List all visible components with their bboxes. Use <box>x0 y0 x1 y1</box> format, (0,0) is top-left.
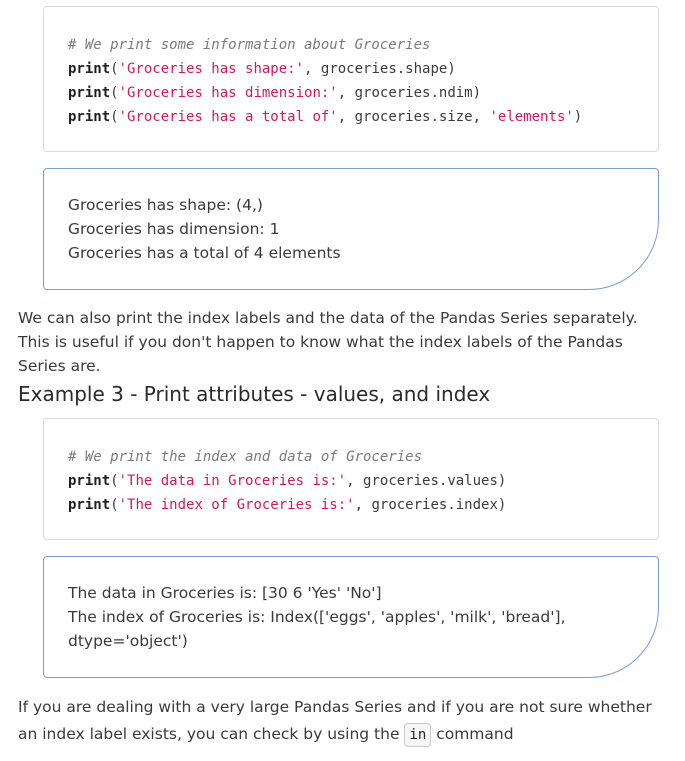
code-line: print('The index of Groceries is:', groc… <box>68 493 658 517</box>
output-line: The data in Groceries is: [30 6 'Yes' 'N… <box>68 584 382 602</box>
code-line: print('The data in Groceries is:', groce… <box>68 469 658 493</box>
code-line: print('Groceries has a total of', grocer… <box>68 105 658 129</box>
code-text: , groceries.values) <box>346 473 507 489</box>
code-comment: # We print the index and data of Groceri… <box>68 449 423 465</box>
code-line: print('Groceries has shape:', groceries.… <box>68 57 658 81</box>
code-keyword: print <box>68 497 111 513</box>
paragraph-index-labels: We can also print the index labels and t… <box>18 309 638 375</box>
output-block-values-index: The data in Groceries is: [30 6 'Yes' 'N… <box>43 556 659 678</box>
output-line: Groceries has dimension: 1 <box>68 220 280 238</box>
code-keyword: print <box>68 473 111 489</box>
code-string: 'The data in Groceries is:' <box>118 473 347 489</box>
code-string: 'Groceries has shape:' <box>118 61 305 77</box>
code-block-shape-info: # We print some information about Grocer… <box>43 6 659 152</box>
output-block-shape-info: Groceries has shape: (4,) Groceries has … <box>43 168 659 290</box>
code-string: 'elements' <box>489 109 574 125</box>
code-text: ( <box>110 61 119 77</box>
output-line: The index of Groceries is: Index(['eggs'… <box>68 608 566 626</box>
code-keyword: print <box>68 61 111 77</box>
code-line: print('Groceries has dimension:', grocer… <box>68 81 658 105</box>
output-line: Groceries has a total of 4 elements <box>68 244 341 262</box>
code-text: ( <box>110 497 119 513</box>
code-string: 'Groceries has dimension:' <box>118 85 338 101</box>
code-text: ( <box>110 473 119 489</box>
inline-code-in: in <box>404 723 432 747</box>
code-keyword: print <box>68 85 111 101</box>
code-text: ) <box>573 109 583 125</box>
code-text: , groceries.ndim) <box>337 85 482 101</box>
code-text: , groceries.index) <box>354 497 507 513</box>
code-keyword: print <box>68 109 111 125</box>
section-heading: Example 3 - Print attributes - values, a… <box>18 382 491 406</box>
code-block-values-index: # We print the index and data of Groceri… <box>43 418 659 540</box>
code-comment: # We print some information about Grocer… <box>68 37 431 53</box>
output-line: Groceries has shape: (4,) <box>68 196 263 214</box>
code-text: ( <box>110 85 119 101</box>
code-text: ( <box>110 109 119 125</box>
paragraph-text: command <box>431 725 514 743</box>
paragraph-in-command: If you are dealing with a very large Pan… <box>18 694 668 748</box>
code-string: 'The index of Groceries is:' <box>118 497 355 513</box>
output-line: dtype='object') <box>68 632 188 650</box>
code-text: , groceries.size, <box>337 109 490 125</box>
code-text: , groceries.shape) <box>304 61 456 77</box>
code-string: 'Groceries has a total of' <box>118 109 338 125</box>
paragraph-text: If you are dealing with a very large Pan… <box>18 698 652 743</box>
